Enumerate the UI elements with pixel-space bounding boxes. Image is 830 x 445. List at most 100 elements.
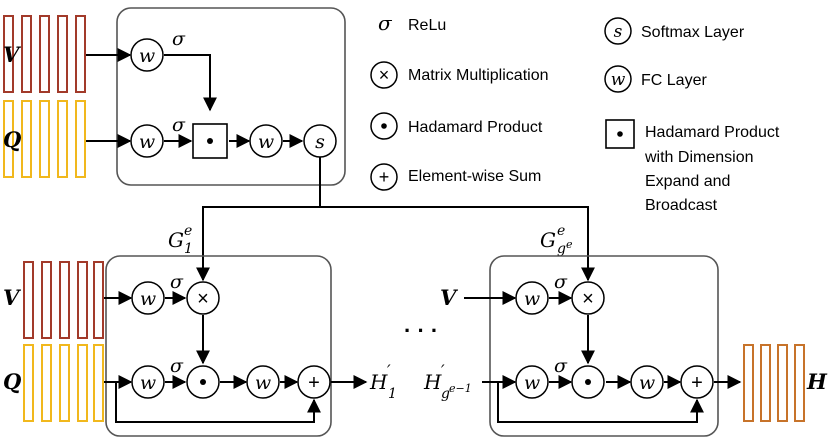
- bottom-right-frame: [489, 255, 719, 437]
- sum-node: +: [680, 365, 714, 399]
- svg-text:1: 1: [388, 386, 397, 402]
- fc-node: w: [131, 365, 165, 399]
- v-stack-top: [3, 15, 86, 93]
- fc-node: w: [249, 124, 283, 158]
- hadamard-node: [186, 365, 220, 399]
- matmul-icon: [370, 61, 398, 89]
- svg-text:ReLu: ReLu: [408, 17, 446, 34]
- fc-node: w: [630, 365, 664, 399]
- svg-text:g: g: [557, 241, 566, 257]
- hg-label: H ′ g e−1: [423, 361, 472, 402]
- h-stack: [743, 344, 805, 422]
- q-stack-top: [3, 100, 86, 178]
- h-label: H: [806, 369, 828, 394]
- svg-text:H: H: [369, 370, 388, 394]
- bottom-left-frame: [105, 255, 332, 437]
- g1-label: G e 1: [168, 223, 193, 257]
- relu-sigma: σ: [170, 355, 184, 377]
- svg-text:w: w: [140, 372, 156, 394]
- svg-text:e: e: [184, 223, 192, 239]
- svg-text:w: w: [611, 70, 626, 90]
- svg-text:+: +: [308, 372, 320, 394]
- sum-node: +: [297, 365, 331, 399]
- relu-sigma: σ: [170, 271, 184, 293]
- svg-text:FC Layer: FC Layer: [641, 72, 707, 89]
- fc-node: w: [131, 281, 165, 315]
- legend: σ ReLu × Matrix Multiplication Hadamard …: [370, 11, 780, 214]
- v-label-right: V: [440, 285, 459, 310]
- v-stack-bottom: [23, 261, 104, 339]
- svg-text:+: +: [379, 167, 390, 187]
- legend-matmul: × Matrix Multiplication: [370, 61, 548, 89]
- svg-text:Expand and: Expand and: [645, 173, 730, 190]
- svg-text:w: w: [139, 131, 155, 153]
- fc-icon: [604, 65, 632, 93]
- legend-softmax: s Softmax Layer: [604, 17, 745, 45]
- attention-line-1: [196, 157, 321, 282]
- matmul-node: ×: [186, 281, 220, 315]
- relu-sigma: σ: [172, 28, 186, 50]
- softmax-node: s: [303, 124, 337, 158]
- softmax-icon: [604, 17, 632, 45]
- relu-sigma: σ: [172, 114, 186, 136]
- sigma-icon: σ: [378, 11, 393, 35]
- svg-text:Element-wise Sum: Element-wise Sum: [408, 168, 541, 185]
- svg-text:1: 1: [184, 241, 193, 257]
- fc-node: w: [130, 38, 164, 72]
- legend-hadamard: Hadamard Product: [370, 112, 543, 140]
- fc-node: w: [515, 281, 549, 315]
- gg-label: G e g e: [540, 223, 573, 257]
- svg-text:Hadamard Product: Hadamard Product: [408, 119, 543, 136]
- svg-text:e−1: e−1: [449, 382, 472, 395]
- svg-text:with Dimension: with Dimension: [644, 149, 753, 166]
- legend-sum: + Element-wise Sum: [370, 163, 541, 191]
- bottom-right-block: V H ′ g e−1 w σ × w σ: [423, 255, 828, 437]
- bottom-left-block: V Q w σ × w σ: [3, 255, 397, 437]
- top-block-frame: [116, 7, 346, 186]
- hadamard-expand-node: [192, 123, 228, 159]
- svg-text:Hadamard Product: Hadamard Product: [645, 124, 780, 141]
- fc-node: w: [246, 365, 280, 399]
- ellipsis: · · ·: [404, 318, 438, 343]
- svg-text:×: ×: [379, 65, 390, 85]
- svg-text:′: ′: [441, 361, 445, 380]
- svg-text:Softmax Layer: Softmax Layer: [641, 24, 745, 41]
- svg-text:s: s: [315, 131, 325, 153]
- v-label-top: V: [3, 42, 22, 67]
- h1-label: H ′ 1: [369, 361, 397, 402]
- svg-text:w: w: [524, 372, 540, 394]
- fc-node: w: [515, 365, 549, 399]
- svg-text:w: w: [524, 288, 540, 310]
- svg-text:G: G: [168, 228, 184, 252]
- svg-text:w: w: [255, 372, 271, 394]
- matmul-node: ×: [571, 281, 605, 315]
- svg-text:×: ×: [197, 288, 209, 310]
- top-block: V Q w σ w σ: [3, 7, 346, 186]
- legend-hadamard-expand: Hadamard Product with Dimension Expand a…: [605, 119, 780, 214]
- svg-text:e: e: [557, 223, 565, 239]
- svg-text:g: g: [441, 386, 450, 402]
- relu-sigma: σ: [554, 355, 568, 377]
- svg-text:G: G: [540, 228, 556, 252]
- svg-text:w: w: [639, 372, 655, 394]
- svg-text:H: H: [423, 370, 442, 394]
- sum-icon: [370, 163, 398, 191]
- v-label-bottom: V: [3, 285, 22, 310]
- svg-text:Matrix Multiplication: Matrix Multiplication: [408, 67, 548, 84]
- fc-node: w: [130, 124, 164, 158]
- hadamard-node: [571, 365, 605, 399]
- legend-relu: σ ReLu: [378, 11, 446, 35]
- svg-text:e: e: [566, 238, 573, 251]
- svg-text:w: w: [258, 131, 274, 153]
- q-stack-bottom: [23, 344, 104, 422]
- svg-text:×: ×: [582, 288, 594, 310]
- svg-text:w: w: [139, 45, 155, 67]
- q-label-top: Q: [3, 127, 21, 152]
- svg-text:s: s: [614, 22, 623, 42]
- relu-sigma: σ: [554, 271, 568, 293]
- legend-fc: w FC Layer: [604, 65, 707, 93]
- q-label-bottom: Q: [3, 369, 21, 394]
- svg-text:′: ′: [387, 361, 391, 380]
